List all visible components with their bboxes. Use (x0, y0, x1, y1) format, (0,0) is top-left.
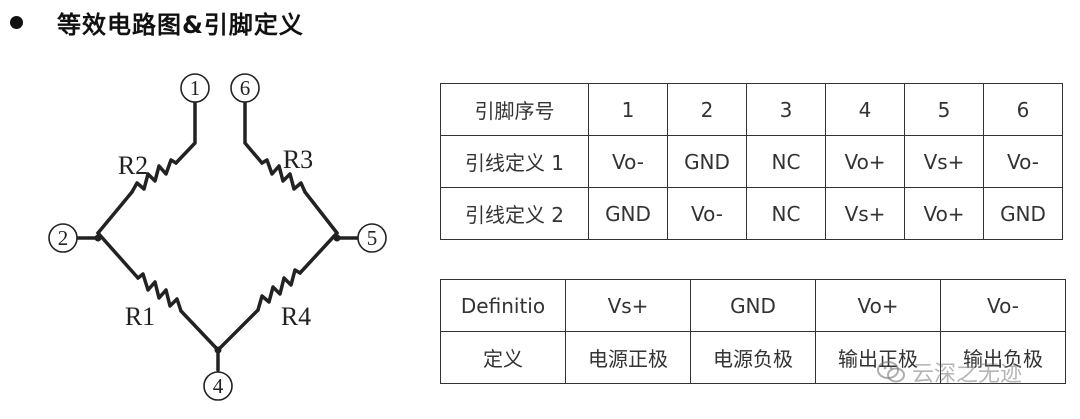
table-cell: Vo+ (825, 135, 905, 188)
table-cell: Vo- (588, 135, 668, 188)
wire-r4-right (298, 231, 339, 275)
node-2-label: 2 (58, 226, 69, 250)
table-cell: 电源正极 (565, 331, 691, 384)
table-cell: Vo+ (815, 279, 941, 332)
resistor-r1-label: R1 (125, 302, 155, 331)
table-cell: Vs+ (565, 279, 691, 332)
node-6-label: 6 (240, 76, 251, 100)
node-4-circle (203, 371, 233, 401)
table-cell: Vo+ (904, 187, 984, 240)
table-cell: GND (588, 187, 668, 240)
table-cell: Vo- (667, 187, 747, 240)
node-5-circle (357, 223, 387, 253)
wire-r2-left (96, 190, 134, 235)
node-1-circle (180, 73, 210, 103)
table-cell: NC (746, 187, 826, 240)
table-cell: NC (746, 135, 826, 188)
signal-definition-table: Definitio Vs+ GND Vo+ Vo- 定义 电源正极 电源负极 输… (440, 279, 1066, 384)
table-cell: Vo- (940, 279, 1066, 332)
table-cell: 2 (667, 83, 747, 136)
table-cell: 5 (904, 83, 984, 136)
table-cell: 电源负极 (690, 331, 816, 384)
wire-node6 (243, 101, 264, 165)
table-row: 引线定义 1 Vo- GND NC Vo+ Vs+ Vo- (440, 135, 1063, 188)
watermark: 云深之无迹 (876, 356, 1022, 388)
table-cell: Vo- (983, 135, 1063, 188)
table-cell: 引线定义 1 (440, 135, 589, 188)
pin-definition-table: 引脚序号 1 2 3 4 5 6 引线定义 1 Vo- GND NC Vo+ V… (440, 83, 1063, 240)
table-cell: 3 (746, 83, 826, 136)
table-cell: 4 (825, 83, 905, 136)
wire-node1 (174, 101, 197, 165)
table-cell: Vs+ (825, 187, 905, 240)
table-cell: Definitio (440, 279, 566, 332)
wire-r1-bottom (179, 309, 220, 352)
wire-r1-left (96, 231, 140, 280)
resistor-r3-label: R3 (283, 145, 313, 174)
table-row: 引线定义 2 GND Vo- NC Vs+ Vo+ GND (440, 187, 1063, 240)
resistor-r2-label: R2 (118, 151, 148, 180)
wire-r3-right (303, 190, 339, 235)
table-row: 引脚序号 1 2 3 4 5 6 (440, 83, 1063, 136)
resistor-r4-label: R4 (281, 302, 311, 331)
section-heading: 等效电路图&引脚定义 (10, 4, 304, 40)
table-cell: 6 (983, 83, 1063, 136)
table-cell: Vs+ (904, 135, 984, 188)
wire-r4-bottom (216, 308, 260, 352)
table-row: 定义 电源正极 电源负极 输出正极 输出负极 (440, 331, 1066, 384)
table-cell: GND (667, 135, 747, 188)
watermark-text: 云深之无迹 (912, 362, 1023, 387)
table-cell: 定义 (440, 331, 566, 384)
node-2-circle (48, 223, 78, 253)
table-row: Definitio Vs+ GND Vo+ Vo- (440, 279, 1066, 332)
node-6-circle (230, 73, 260, 103)
wechat-icon (877, 361, 905, 383)
resistor-r2-zigzag (130, 158, 178, 194)
resistor-r1-zigzag (136, 272, 183, 313)
table-cell: 引线定义 2 (440, 187, 589, 240)
node-5-label: 5 (367, 226, 378, 250)
table-cell: 输出负极 (940, 331, 1066, 384)
bullet-dot (10, 15, 23, 29)
resistor-r4-zigzag (256, 268, 302, 312)
table-cell: GND (983, 187, 1063, 240)
resistor-r3-zigzag (260, 158, 307, 194)
table-cell: 1 (588, 83, 668, 136)
table-cell: GND (690, 279, 816, 332)
table-cell: 输出正极 (815, 331, 941, 384)
bridge-circuit-diagram: 1 6 2 5 4 R2 R3 R1 R4 (48, 73, 387, 401)
table-cell: 引脚序号 (440, 83, 589, 136)
page-title: 等效电路图&引脚定义 (57, 10, 304, 39)
node-1-label: 1 (190, 76, 201, 100)
node-4-label: 4 (213, 374, 224, 398)
